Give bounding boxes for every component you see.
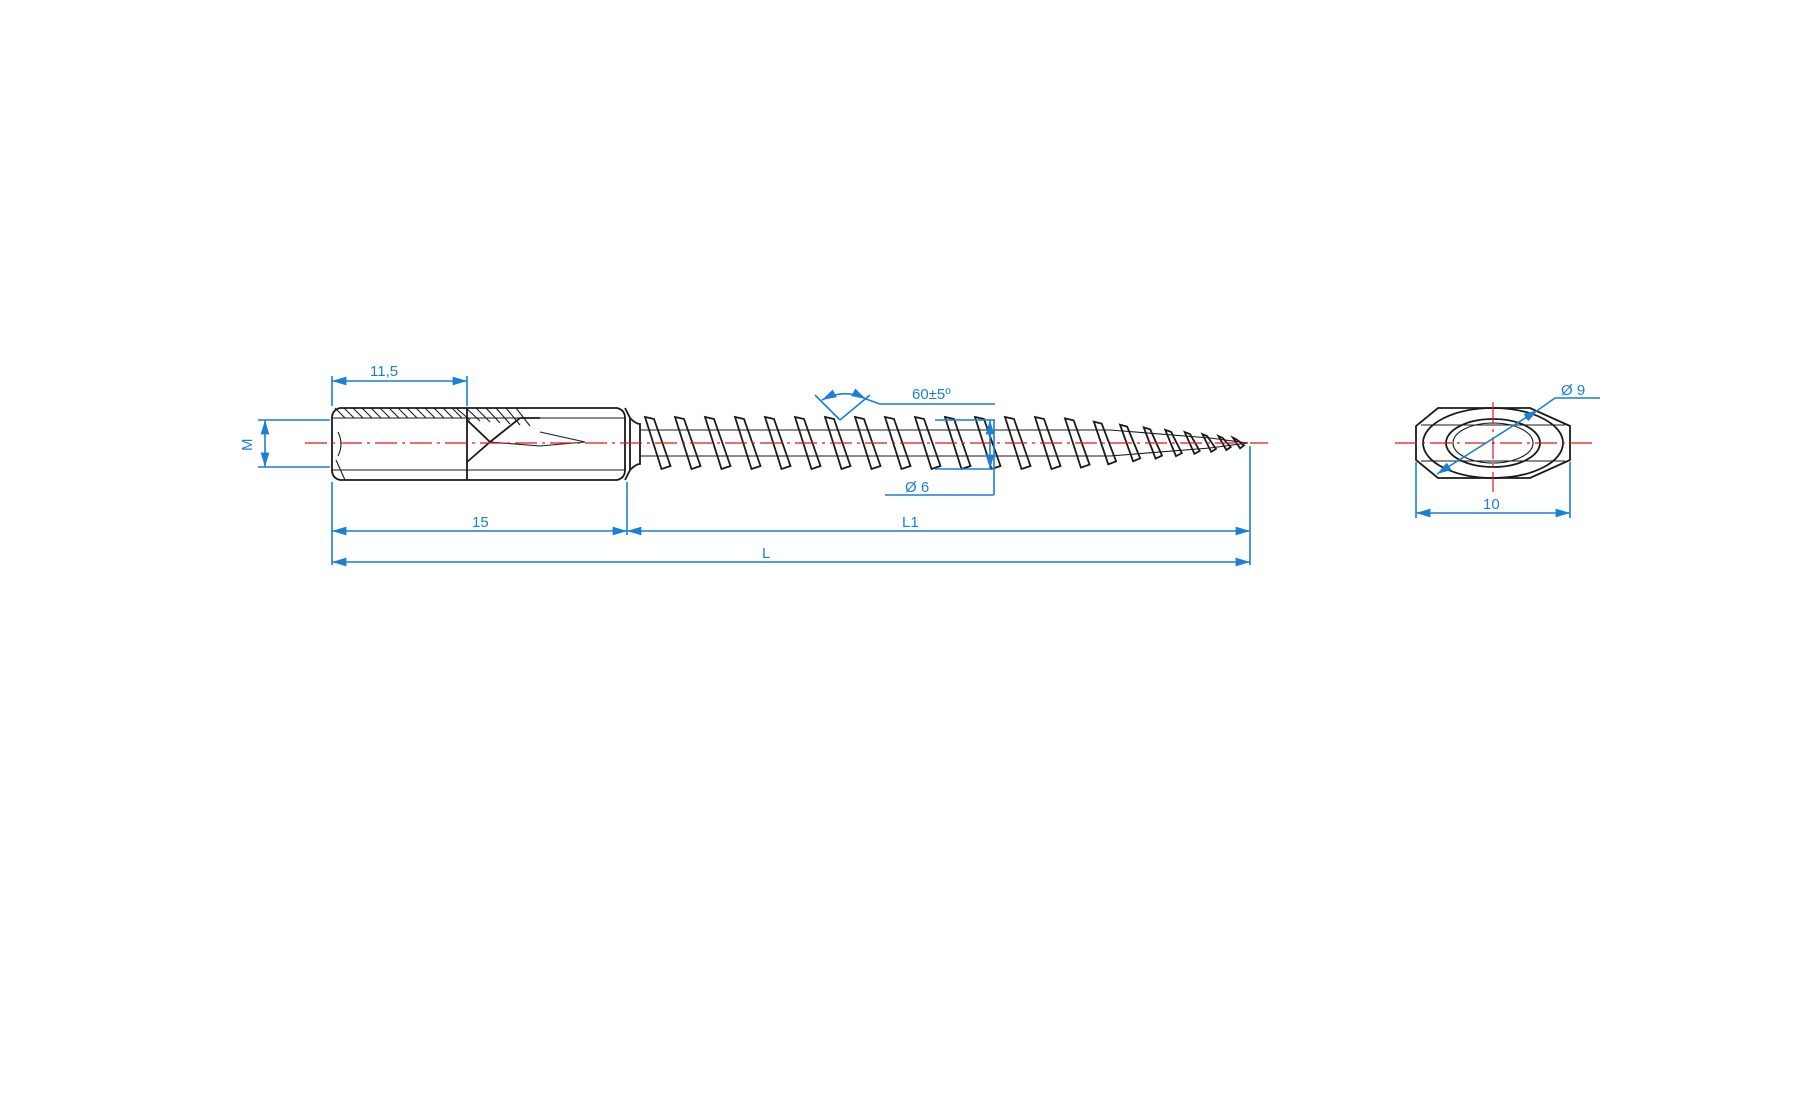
hatch-line: [334, 407, 346, 419]
hatch-line: [361, 407, 373, 419]
thread-turn: [1092, 420, 1118, 466]
screw-core: [640, 429, 1249, 457]
thread-turn: [913, 415, 942, 471]
thread-turn: [1200, 432, 1218, 454]
thread-turn: [1118, 423, 1142, 463]
thread-turn: [883, 415, 912, 471]
side-view: [305, 407, 1268, 481]
hatch-line: [442, 407, 454, 419]
hatch-line: [495, 407, 511, 425]
hatch-line: [485, 407, 501, 424]
hatch-line: [343, 407, 355, 419]
hatch-line: [415, 407, 427, 419]
hatch-line: [515, 407, 531, 427]
dim-internal-thread-length: 11,5: [370, 363, 398, 380]
dim-screw-length: L1: [902, 514, 919, 531]
dimension-lines: [258, 376, 1251, 567]
thread-turn: [733, 415, 762, 471]
hatch-line: [424, 407, 436, 419]
thread-turn: [643, 415, 672, 471]
hatch-line: [455, 407, 471, 421]
thread-turn: [853, 415, 882, 471]
hatch-line: [370, 407, 382, 419]
hatch-line: [465, 407, 481, 422]
thread-turn: [943, 415, 972, 471]
thread-turn: [1142, 425, 1164, 460]
thread-turn: [1003, 415, 1032, 471]
end-view: [1395, 397, 1600, 518]
dim-sleeve-length: 15: [472, 514, 489, 531]
thread-turn: [1063, 417, 1091, 469]
thread-turn: [1230, 435, 1246, 450]
thread-turn: [673, 415, 702, 471]
thread-turn: [1183, 430, 1201, 456]
dim-thread-angle: 60±5º: [912, 386, 951, 403]
dim-screw-diameter: Ø 6: [905, 479, 929, 496]
hatch-line: [433, 407, 445, 419]
thread-hatching: [334, 407, 531, 427]
hatch-line: [475, 407, 491, 423]
dim-thread-size: M: [239, 439, 256, 452]
thread-turn: [1216, 433, 1233, 452]
hex-outline: [1415, 407, 1571, 479]
thread-turn: [703, 415, 732, 471]
screw-neck: [624, 407, 641, 481]
hatch-line: [397, 407, 409, 419]
thread-turn: [793, 415, 822, 471]
thread-turn: [823, 415, 852, 471]
hatch-line: [451, 407, 463, 419]
hatch-line: [388, 407, 400, 419]
thread-turn: [1033, 415, 1062, 471]
dim-total-length: L: [762, 545, 770, 562]
sleeve-outline: [331, 407, 626, 481]
hatch-line: [406, 407, 418, 419]
thread-turn: [763, 415, 792, 471]
screw-thread: [640, 415, 1249, 471]
dim-hex-across-flats: 10: [1483, 496, 1500, 513]
hatch-line: [352, 407, 364, 419]
hatch-line: [505, 407, 521, 426]
hatch-line: [379, 407, 391, 419]
dim-inner-diameter: Ø 9: [1561, 382, 1585, 399]
thread-turn: [1163, 428, 1184, 458]
